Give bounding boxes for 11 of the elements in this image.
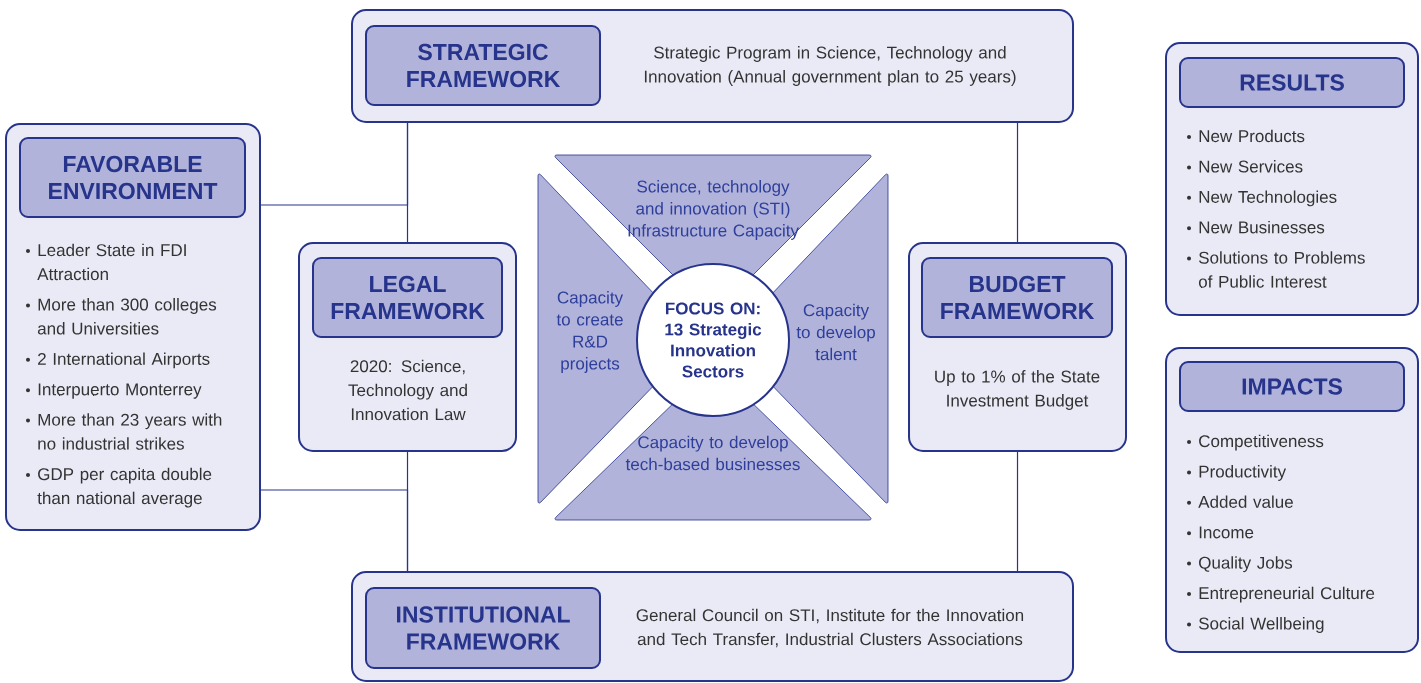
connector-line	[260, 122, 409, 206]
heading-box: RESULTS	[1179, 57, 1405, 108]
connector-line	[1016, 122, 1019, 243]
heading-box: BUDGET FRAMEWORK	[921, 257, 1113, 338]
heading-box: FAVORABLE ENVIRONMENT	[19, 137, 246, 218]
connector-line	[1016, 451, 1019, 572]
heading-box: INSTITUTIONAL FRAMEWORK	[365, 587, 601, 669]
connector-line	[260, 489, 409, 572]
heading-box: LEGAL FRAMEWORK	[312, 257, 503, 338]
heading-box: STRATEGIC FRAMEWORK	[365, 25, 601, 106]
heading-box: IMPACTS	[1179, 361, 1405, 412]
